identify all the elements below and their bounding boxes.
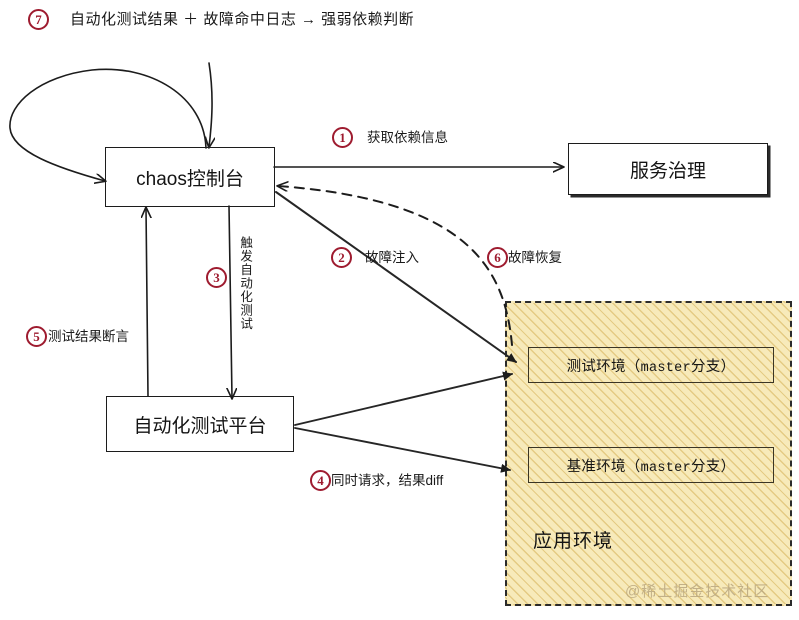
arrow-flow-5 <box>146 208 148 397</box>
header-summary-text: 自动化测试结果 ＋ 故障命中日志 → 强弱依赖判断 <box>70 11 415 28</box>
baseline-env-prefix: 基准环境（ <box>566 458 641 475</box>
node-chaos-console[interactable]: chaos控制台 <box>105 147 275 207</box>
test-env-prefix: 测试环境（ <box>566 358 641 375</box>
test-env-branch: master <box>640 360 691 376</box>
flow-marker-5: 5 <box>26 326 47 347</box>
arrow-into-chaos-top <box>209 62 212 147</box>
node-test-environment-label: 测试环境（master分支） <box>567 355 736 376</box>
flow-marker-3: 3 <box>206 267 227 288</box>
flow-label-4: 同时请求，结果diff <box>331 473 444 488</box>
flow-label-2: 故障注入 <box>365 250 419 265</box>
baseline-env-suffix: 分支） <box>691 458 736 475</box>
node-automation-test-platform-label: 自动化测试平台 <box>133 415 267 437</box>
arrow-flow-4-test-env <box>294 371 513 426</box>
arrow-flow-4-baseline-env <box>294 427 511 473</box>
baseline-env-branch: master <box>640 460 691 476</box>
arrow-flow-3 <box>229 205 232 398</box>
node-automation-test-platform[interactable]: 自动化测试平台 <box>106 396 294 452</box>
arrow-flow-6 <box>278 186 513 346</box>
flow-marker-4: 4 <box>310 470 331 491</box>
flow-marker-1: 1 <box>332 127 353 148</box>
flow-marker-2: 2 <box>331 247 352 268</box>
node-chaos-console-label: chaos控制台 <box>136 168 244 190</box>
test-env-suffix: 分支） <box>691 358 736 375</box>
flow-label-1: 获取依赖信息 <box>367 130 448 145</box>
application-environment-label: 应用环境 <box>533 531 614 552</box>
node-baseline-environment-label: 基准环境（master分支） <box>567 455 736 476</box>
arrow-selfloop-chaos <box>9 68 207 181</box>
flow-label-3: 触发自动化测试 <box>238 236 253 331</box>
arrow-flow-2 <box>275 191 517 363</box>
node-service-governance-label: 服务治理 <box>629 160 706 182</box>
flow-label-5: 测试结果断言 <box>48 329 129 344</box>
node-baseline-environment[interactable]: 基准环境（master分支） <box>528 447 774 483</box>
node-service-governance[interactable]: 服务治理 <box>568 143 768 195</box>
application-environment-region <box>505 301 792 606</box>
node-test-environment[interactable]: 测试环境（master分支） <box>528 347 774 383</box>
flow-marker-6: 6 <box>487 247 508 268</box>
watermark-text: @稀土掘金技术社区 <box>625 583 770 600</box>
flow-marker-7: 7 <box>28 9 49 30</box>
flow-label-6: 故障恢复 <box>508 250 562 265</box>
